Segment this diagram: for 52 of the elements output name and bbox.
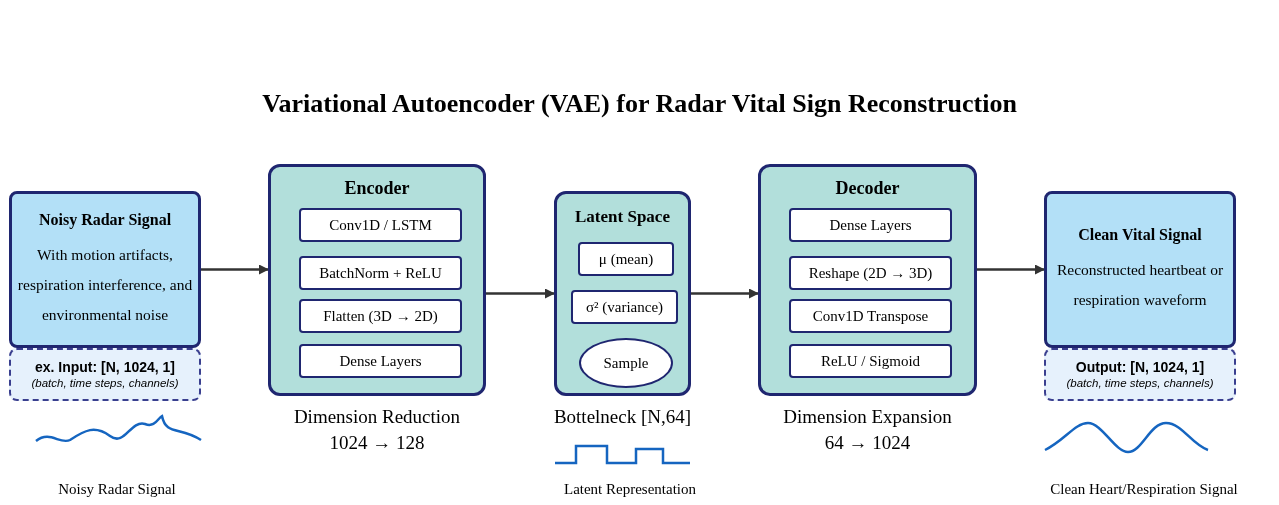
layer-label: BatchNorm + ReLU [319, 263, 442, 283]
layer-box [299, 344, 462, 378]
layer-box [299, 299, 462, 333]
layer-box [571, 290, 678, 324]
stage-panel [268, 164, 486, 396]
arrow [977, 264, 1045, 275]
layer-label: Dense Layers [339, 351, 422, 371]
arrow [691, 288, 759, 299]
signal-box [1044, 191, 1236, 348]
shape-note-box [1044, 348, 1236, 401]
layer-label: σ² (variance) [585, 297, 664, 317]
box-description: Reconstructed heartbeat or respiration waveform [1055, 259, 1225, 310]
layer-label: ReLU / Sigmoid [820, 351, 921, 371]
panel-heading: Decoder [834, 177, 901, 200]
layer-box [789, 208, 952, 242]
ellipse-label: Sample [603, 353, 649, 373]
layer-label: Conv1D / LSTM [329, 215, 432, 235]
layer-box [299, 256, 462, 290]
arrow [486, 288, 555, 299]
caption-text: Dimension Reduction [293, 405, 461, 429]
shape-label: ex. Input: [N, 1024, 1] [34, 358, 175, 377]
layer-box [789, 256, 952, 290]
caption-text: Dimension Expansion [783, 405, 952, 429]
box-heading: Noisy Radar Signal [38, 209, 172, 230]
shape-legend: (batch, time steps, channels) [1066, 376, 1214, 391]
layer-label: μ (mean) [598, 249, 654, 269]
shape-legend: (batch, time steps, channels) [31, 376, 179, 391]
arrow [201, 264, 269, 275]
panel-heading: Latent Space [574, 206, 671, 228]
layer-box [789, 299, 952, 333]
diagram-title: Variational Autoencoder (VAE) for Radar Vital Sign Reconstruction [261, 88, 1018, 120]
layer-label: Conv1D Transpose [812, 306, 929, 326]
shape-label: Output: [N, 1024, 1] [1075, 358, 1205, 377]
caption-text: 1024 → 128 [329, 431, 425, 455]
box-description: With motion artifacts, respiration interference, and environmental noise [16, 244, 194, 325]
signal-caption: Noisy Radar Signal [57, 480, 177, 499]
stage-panel [758, 164, 977, 396]
caption-text: 64 → 1024 [824, 431, 911, 455]
box-heading: Clean Vital Signal [1078, 224, 1202, 245]
layer-label: Reshape (2D → 3D) [808, 263, 933, 283]
layer-label: Flatten (3D → 2D) [323, 306, 438, 326]
signal-caption: Clean Heart/Respiration Signal [1049, 480, 1239, 499]
layer-box [299, 208, 462, 242]
shape-note-box [9, 348, 201, 401]
caption-text: Bottelneck [N,64] [553, 405, 692, 429]
layer-box [789, 344, 952, 378]
layer-label: Dense Layers [829, 215, 912, 235]
signal-caption: Latent Representation [562, 480, 697, 499]
latent-panel [554, 191, 691, 396]
layer-box [578, 242, 674, 276]
panel-heading: Encoder [343, 177, 411, 200]
signal-box [9, 191, 201, 348]
